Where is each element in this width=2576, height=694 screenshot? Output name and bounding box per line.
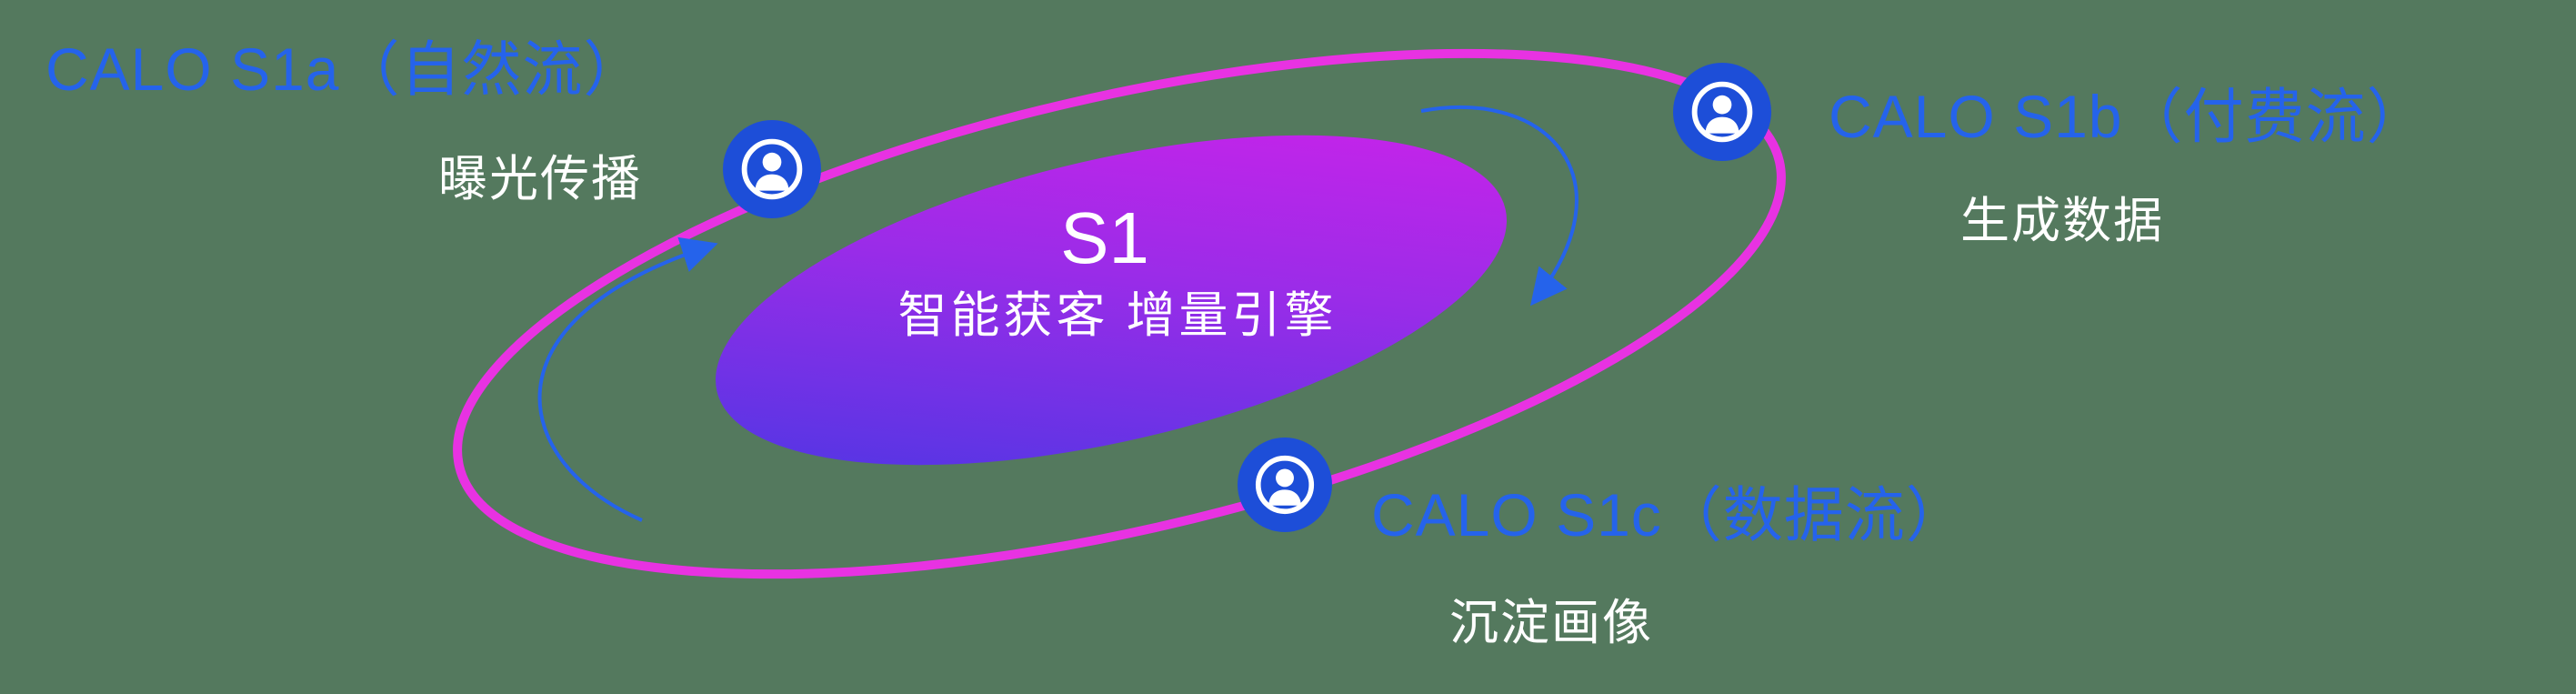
orbit-ring [453,48,1786,579]
flow-arrow-right [1420,106,1579,307]
person-badge-icon [1238,438,1332,532]
node-s1b-title: CALO S1b（付费流） [1829,83,2428,150]
node-s1a-subtitle: 曝光传播 [438,152,642,206]
node-s1b [1673,63,1771,161]
person-badge-icon [723,120,821,218]
node-s1a [723,120,821,218]
node-s1a-title: CALO S1a（自然流） [45,35,645,103]
core-ellipse [716,135,1507,466]
node-s1b-subtitle: 生成数据 [1960,194,2164,248]
node-s1c-title: CALO S1c（数据流） [1371,481,1967,548]
core-title: S1 [1060,197,1149,278]
node-s1c [1238,438,1332,532]
person-badge-icon [1673,63,1771,161]
core-subtitle: 智能获客 增量引擎 [897,288,1338,343]
flow-arrow-left [537,236,718,522]
node-s1c-subtitle: 沉淀画像 [1449,596,1653,650]
